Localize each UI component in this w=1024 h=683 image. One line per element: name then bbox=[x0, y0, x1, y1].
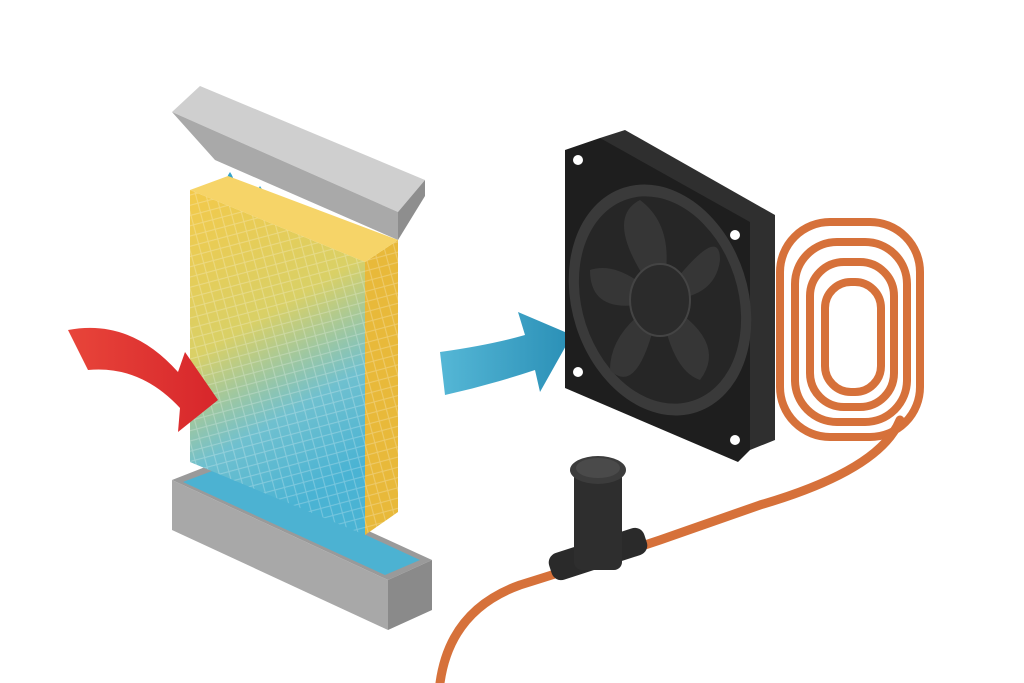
cooling-pad bbox=[190, 176, 398, 535]
hot-air-arrow bbox=[68, 327, 218, 432]
water-basin-front bbox=[172, 480, 432, 630]
cool-air-arrow bbox=[440, 312, 572, 395]
fan-hub bbox=[629, 263, 691, 337]
fan bbox=[565, 130, 775, 462]
valve bbox=[548, 456, 648, 581]
drip-tray bbox=[172, 86, 425, 240]
water-basin bbox=[172, 462, 432, 580]
